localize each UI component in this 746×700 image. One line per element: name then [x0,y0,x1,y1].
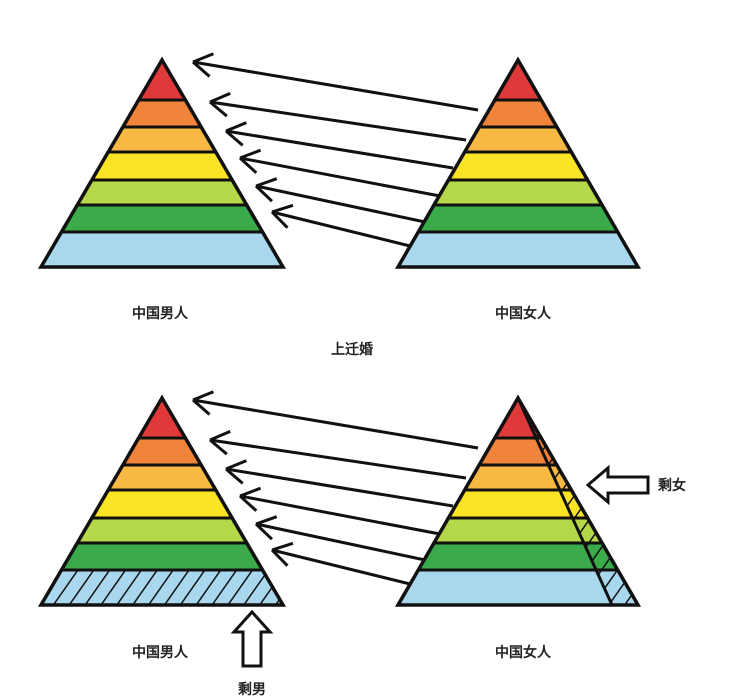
marriage-arrow-icon [225,459,454,508]
pyramid-outline [394,56,642,269]
marriage-arrow-icon [254,515,426,562]
leftover-women-hatch [516,397,641,607]
marriage-arrow-icon [225,121,454,170]
bottom-women-label: 中国女人 [495,644,552,661]
pyramid-band-3 [105,125,219,154]
left-block-arrow-icon [585,464,650,506]
up-block-arrow-icon [230,609,274,668]
top-men-pyramid [37,56,287,269]
pyramid-band-1 [136,395,188,440]
top-arrows [192,52,479,248]
pyramid-outline [37,56,287,269]
pyramid-band-5 [431,178,605,207]
pyramid-band-6 [415,203,621,234]
pyramid-band-3 [462,125,574,154]
marriage-arrow-icon [192,390,479,450]
marriage-arrow-icon [254,177,426,224]
marriage-arrow-icon [209,91,467,142]
top-men-label: 中国男人 [132,305,189,322]
pyramid-band-4 [445,150,591,182]
leftover-men-label: 剩男 [238,681,266,698]
leftover-women-label: 剩女 [658,477,686,494]
pyramid-band-7 [395,230,641,269]
pyramid-band-4 [89,488,235,520]
marriage-arrow-icon [238,486,441,536]
pyramid-band-6 [58,541,266,572]
pyramid-band-6 [58,203,266,234]
pyramid-band-5 [74,178,250,207]
pyramid-band-3 [105,463,219,492]
pyramid-band-1 [492,57,544,102]
marriage-arrow-icon [192,52,479,112]
top-women-pyramid [394,56,642,269]
pyramid-band-4 [89,150,235,182]
bottom-men-label: 中国男人 [132,644,189,661]
marriage-arrow-icon [270,203,411,248]
leftover-men-hatch [38,568,286,607]
pyramid-band-1 [136,57,188,102]
marriage-arrow-icon [270,541,411,586]
marriage-arrow-icon [238,148,441,198]
marriage-arrow-icon [209,429,467,480]
bottom-arrows [192,390,479,586]
hypergamy-caption: 上迁婚 [331,341,373,358]
top-women-label: 中国女人 [495,305,552,322]
pyramid-band-5 [74,516,250,545]
pyramid-band-7 [38,230,286,269]
